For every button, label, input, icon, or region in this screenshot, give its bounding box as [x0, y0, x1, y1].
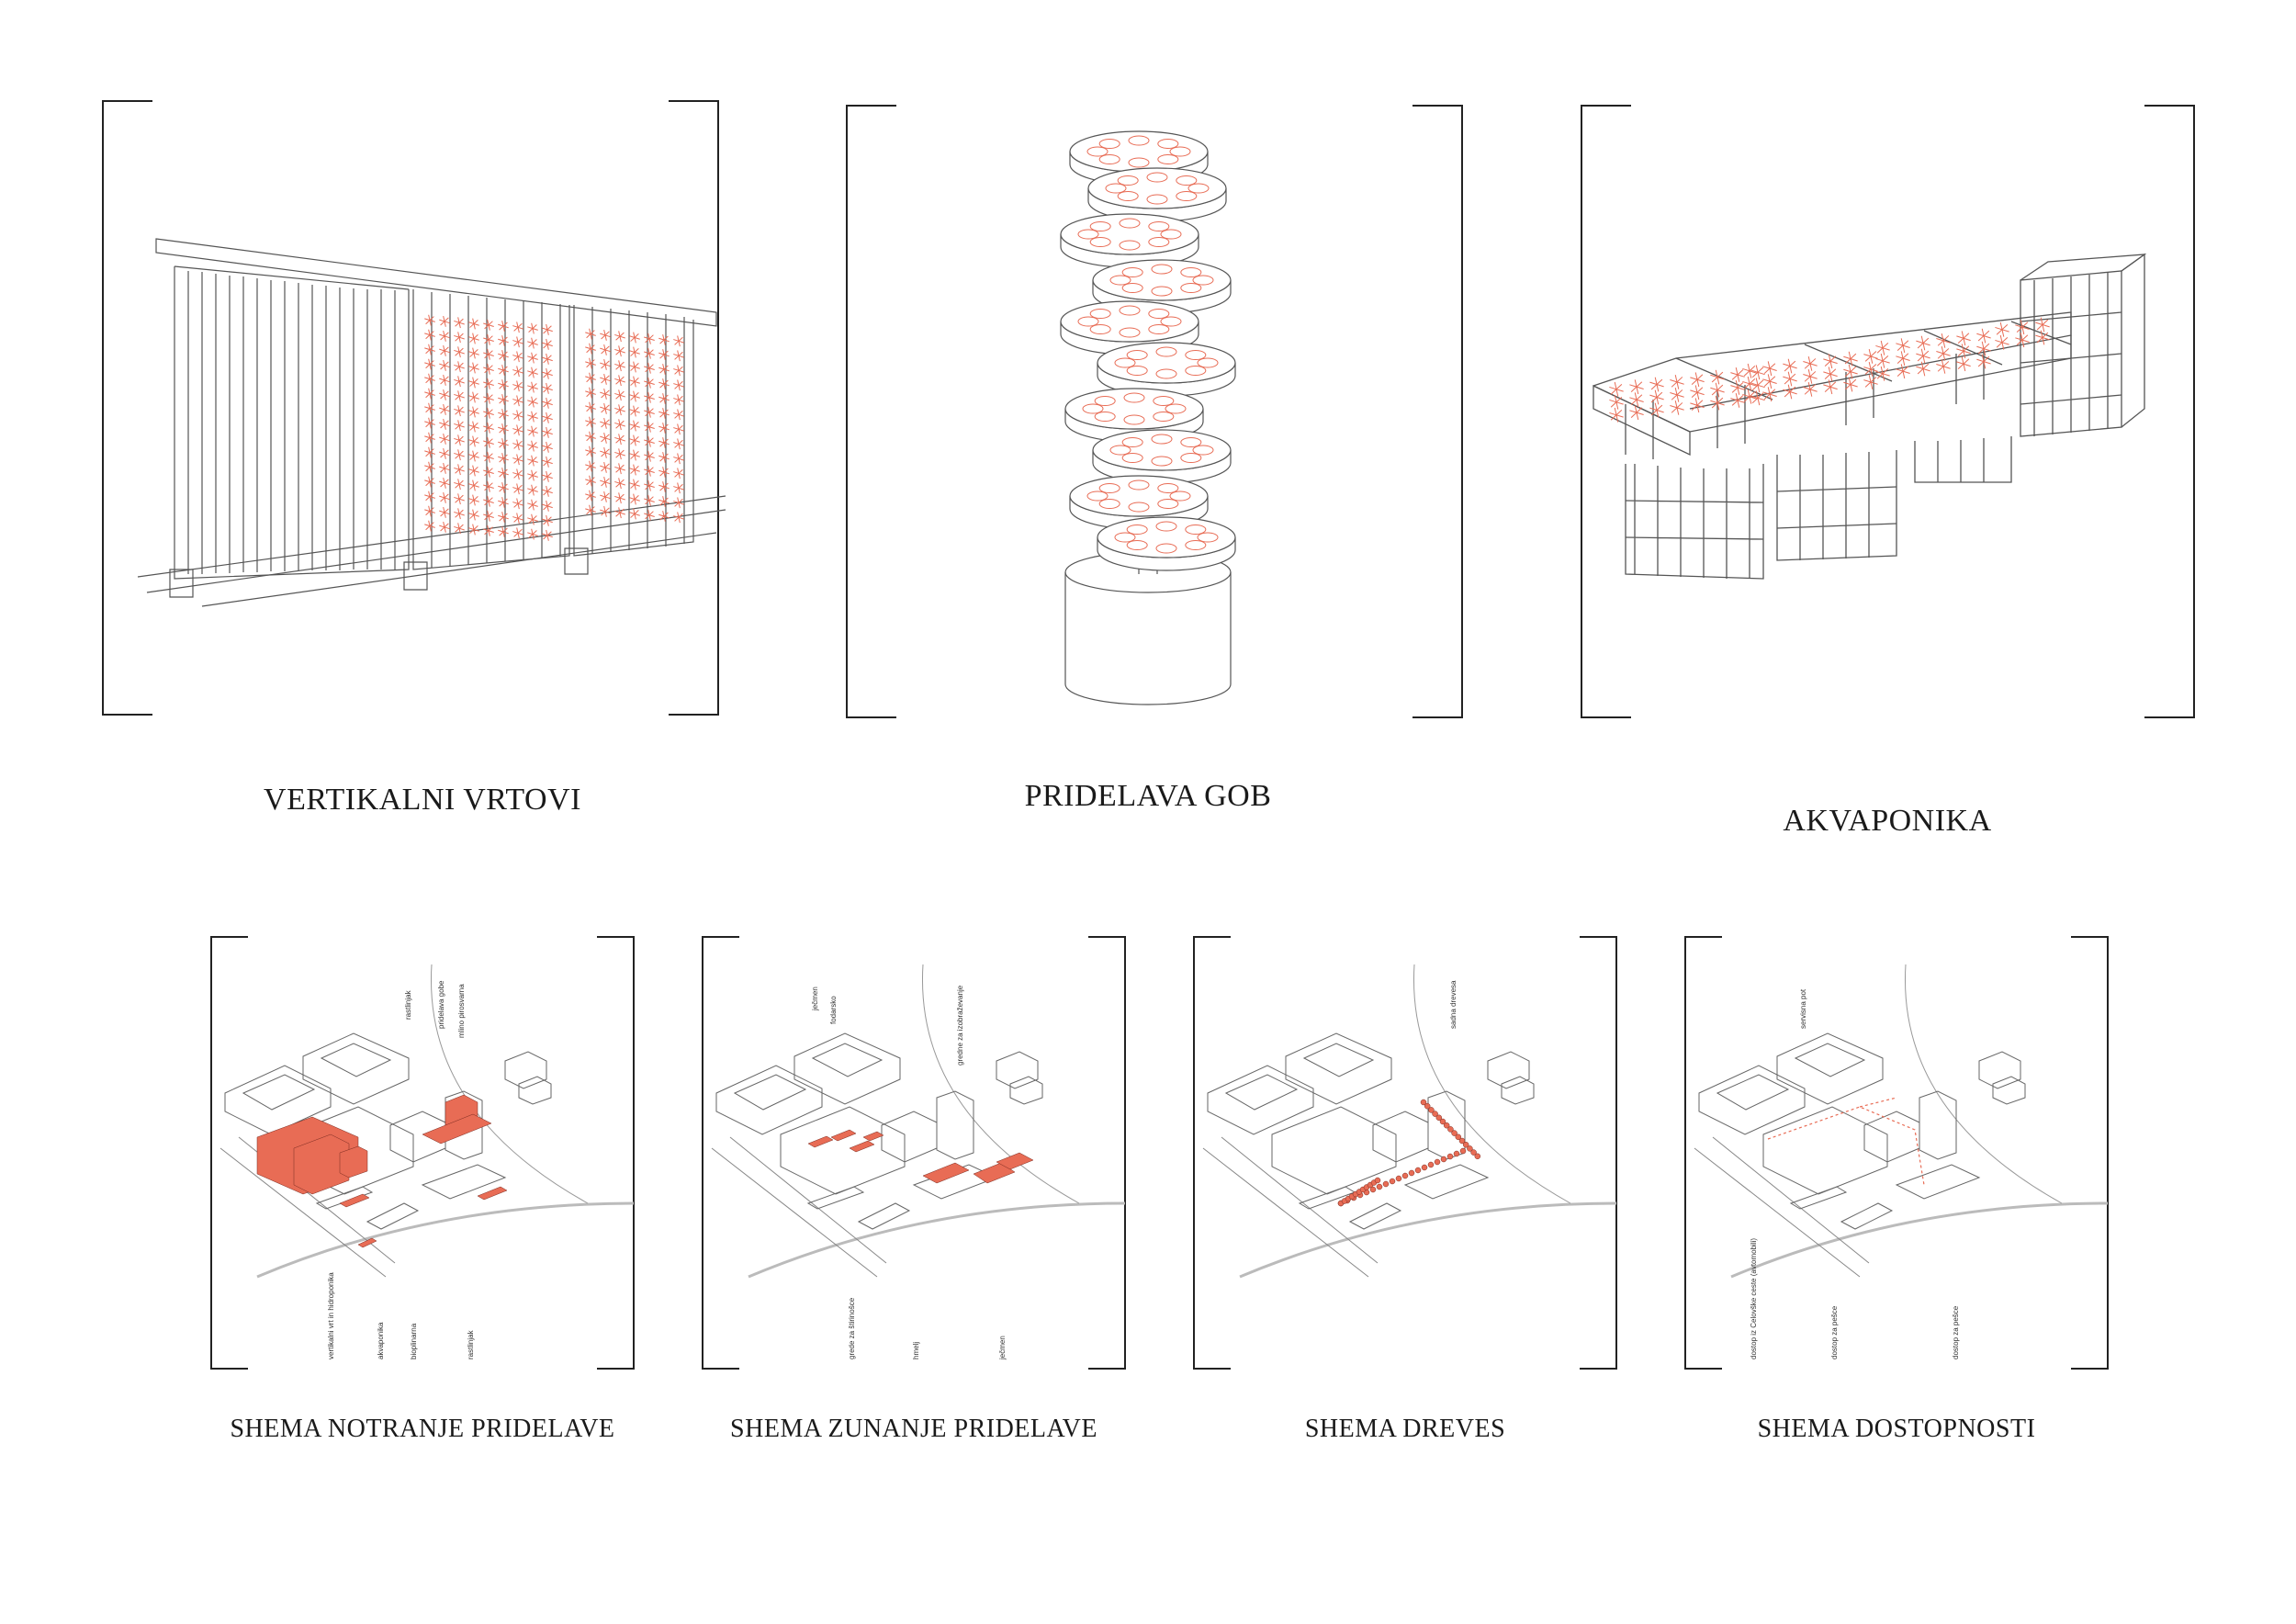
ibc-tanks: [1593, 253, 2147, 580]
label-top-1: servisna pot: [1799, 988, 1807, 1029]
aquaponics-plants: [1609, 317, 2050, 423]
mushroom-tier: [1092, 429, 1232, 484]
panel-scheme-trees: sadna drevesa: [1185, 928, 1626, 1378]
caption-vertical-gardens: VERTIKALNI VRTOVI: [264, 783, 581, 817]
mushroom-tier: [1097, 516, 1236, 571]
vertical-garden-plants: [424, 314, 684, 541]
panel-aquaponics: [1570, 96, 2213, 739]
mushroom-tier: [1097, 342, 1236, 397]
caption-scheme-indoor: SHEMA NOTRANJE PRIDELAVE: [230, 1415, 615, 1443]
panel-scheme-indoor: rastlinjak pridelava gobe mlino pirosvar…: [202, 928, 643, 1378]
highlight-areas: [807, 1129, 1034, 1184]
mushroom-tier: [1060, 213, 1199, 268]
label-top-2: pridelava gobe: [437, 980, 445, 1029]
scheme-trees-drawing: [1193, 936, 1617, 1370]
label-top-1: sadna drevesa: [1449, 980, 1458, 1029]
aquaponics-drawing: [1581, 105, 2195, 718]
mushroom-tiers: [1060, 130, 1236, 571]
caption-scheme-access: SHEMA DOSTOPNOSTI: [1757, 1415, 2036, 1443]
label-top-2: fodarsko: [829, 996, 838, 1024]
label-bottom-2: hmelj: [912, 1341, 920, 1359]
scheme-outdoor-drawing: [702, 936, 1126, 1370]
label-bottom-1: grede za štirinošce: [848, 1297, 856, 1359]
frame-brackets: [102, 100, 719, 716]
mushroom-tower-drawing: [846, 105, 1463, 718]
panel-scheme-access: servisna pot dostop iz Celovške ceste (a…: [1676, 928, 2117, 1378]
panel-scheme-outdoor: ječmen fodarsko gredne za izobraževanje …: [693, 928, 1134, 1378]
vertical-gardens-drawing: [102, 100, 726, 716]
label-bottom-1: dostop iz Celovške ceste (avtomobili): [1750, 1237, 1758, 1359]
garden-structure: [137, 238, 726, 607]
label-bottom-1: vertikalni vrt in hidroponika: [327, 1272, 335, 1359]
caption-mushroom: PRIDELAVA GOB: [1024, 779, 1272, 813]
caption-scheme-trees: SHEMA DREVES: [1304, 1415, 1506, 1443]
scheme-access-drawing: [1684, 936, 2109, 1370]
panel-mushroom: [836, 96, 1479, 739]
label-top-1: rastlinjak: [404, 990, 412, 1020]
frame-brackets: [1581, 105, 2195, 718]
frame-brackets: [846, 105, 1463, 718]
label-top-1: ječmen: [811, 987, 819, 1010]
label-top-3: gredne za izobraževanje: [956, 985, 964, 1066]
label-bottom-4: rastlinjak: [467, 1330, 475, 1359]
caption-aquaponics: AKVAPONIKA: [1783, 804, 1992, 838]
highlight-areas: [1337, 1099, 1481, 1207]
label-bottom-2: dostop za pešce: [1830, 1305, 1839, 1359]
panel-vertical-gardens: [92, 92, 735, 735]
label-bottom-3: dostop za pešce: [1952, 1305, 1960, 1359]
scheme-indoor-drawing: [210, 936, 635, 1370]
label-top-3: mlino pirosvarna: [457, 984, 466, 1038]
highlight-areas: [256, 1094, 508, 1248]
caption-scheme-outdoor: SHEMA ZUNANJE PRIDELAVE: [730, 1415, 1097, 1443]
label-bottom-2: akvaponika: [377, 1322, 385, 1359]
label-bottom-3: ječmen: [998, 1336, 1007, 1359]
mushroom-tier: [1087, 167, 1227, 222]
label-bottom-3: bioplinarna: [410, 1323, 418, 1359]
